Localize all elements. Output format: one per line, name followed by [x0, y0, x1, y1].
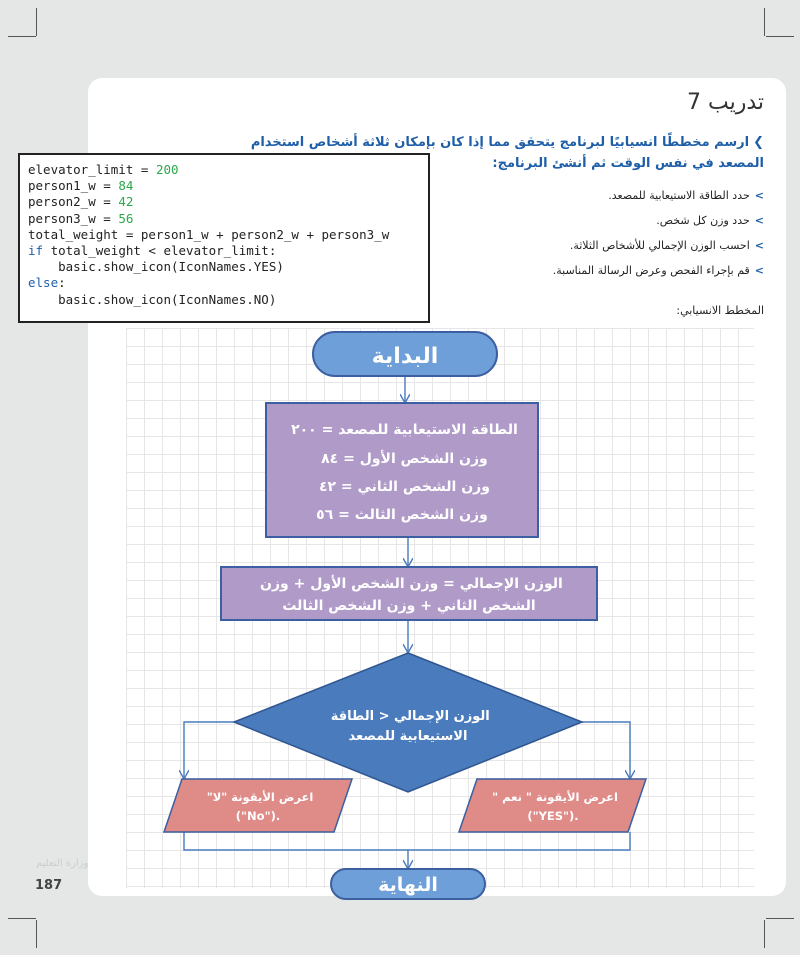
step-item: >قم بإجراء الفحص وعرض الرسالة المناسبة.	[552, 264, 764, 277]
calc-process	[220, 566, 598, 621]
svg-text:الطاقة الاستيعابية للمصعد = ٢٠: الطاقة الاستيعابية للمصعد = ٢٠٠ وزن الشخ…	[286, 422, 518, 523]
decision-diamond	[231, 652, 585, 793]
init-line: وزن الشخص الثاني = ٤٢	[319, 479, 490, 495]
svg-text:الوزن الإجمالي < الطاقة ال: الوزن الإجمالي < الطاقة الاستيعابية للمص…	[326, 709, 489, 744]
decision-line: الاستيعابية للمصعد	[349, 729, 468, 744]
crop-mark	[766, 918, 794, 919]
crop-mark	[36, 8, 37, 36]
step-item: >حدد وزن كل شخص.	[656, 214, 764, 227]
task-statement: ❯ارسم مخططًا انسيابيًا لبرنامج يتحقق مما…	[204, 132, 764, 174]
step-item: >حدد الطاقة الاستيعابية للمصعد.	[608, 189, 764, 202]
code-line: else:	[28, 275, 66, 291]
chevron-icon: >	[754, 264, 764, 277]
output-no-line: .("No")	[236, 809, 280, 823]
code-line: person3_w = 56	[28, 210, 134, 226]
code-line: elevator_limit = 200	[28, 162, 179, 177]
code-line: person2_w = 42	[28, 194, 134, 210]
chevron-icon: >	[754, 214, 764, 227]
steps-list: >حدد الطاقة الاستيعابية للمصعد. >حدد وزن…	[434, 183, 764, 283]
crop-mark	[764, 8, 765, 36]
output-no-line: اعرض الأيقونة "لا"	[207, 790, 314, 805]
output-yes-line: .("YES")	[527, 809, 578, 823]
init-line: وزن الشخص الثالث = ٥٦	[316, 507, 488, 523]
end-label: النهاية	[378, 874, 438, 896]
chevron-icon: >	[754, 239, 764, 252]
calc-line: الوزن الإجمالي = وزن الشخص الأول + وزن	[260, 575, 563, 592]
crop-mark	[766, 36, 794, 37]
start-terminal	[312, 331, 498, 377]
output-yes	[457, 778, 648, 833]
init-process	[265, 402, 539, 538]
flow-connectors	[184, 376, 630, 868]
page-number: 187	[35, 878, 63, 893]
code-line: if total_weight < elevator_limit:	[28, 243, 277, 259]
code-line: person1_w = 84	[28, 178, 134, 194]
crop-mark	[36, 920, 37, 948]
crop-mark	[8, 36, 36, 37]
calc-line: الشخص الثاني + وزن الشخص الثالث	[282, 598, 535, 614]
flowchart-label: المخطط الانسيابي:	[676, 304, 764, 317]
output-no	[162, 778, 354, 833]
output-yes-line: اعرض الأيقونة " نعم "	[492, 790, 618, 805]
svg-text:اعرض الأيقونة "لا" .("No"): اعرض الأيقونة "لا" .("No")	[203, 790, 314, 823]
task-text: ارسم مخططًا انسيابيًا لبرنامج يتحقق مما …	[250, 135, 764, 171]
init-line: الطاقة الاستيعابية للمصعد = ٢٠٠	[291, 422, 518, 438]
exercise-title: تدريب 7	[686, 90, 764, 115]
start-label: البداية	[372, 344, 439, 369]
crop-mark	[8, 918, 36, 919]
arrow-circle-icon: ❯	[753, 135, 764, 150]
end-terminal	[330, 868, 486, 900]
crop-mark	[764, 920, 765, 948]
svg-text:الوزن الإجمالي = وزن الشخص الأ: الوزن الإجمالي = وزن الشخص الأول + وزن ا…	[255, 575, 563, 614]
init-line: وزن الشخص الأول = ٨٤	[321, 450, 488, 467]
code-line: basic.show_icon(IconNames.NO)	[28, 291, 277, 307]
step-item: >احسب الوزن الإجمالي للأشخاص الثلاثة.	[569, 239, 764, 252]
ministry-watermark: وزارة التعليم	[36, 858, 89, 869]
decision-line: الوزن الإجمالي < الطاقة	[331, 709, 490, 724]
chevron-icon: >	[754, 189, 764, 202]
code-line: total_weight = person1_w + person2_w + p…	[28, 226, 390, 242]
svg-text:اعرض الأيقونة " نعم " .("Y: اعرض الأيقونة " نعم " .("YES")	[488, 790, 618, 823]
code-line: basic.show_icon(IconNames.YES)	[28, 259, 284, 275]
